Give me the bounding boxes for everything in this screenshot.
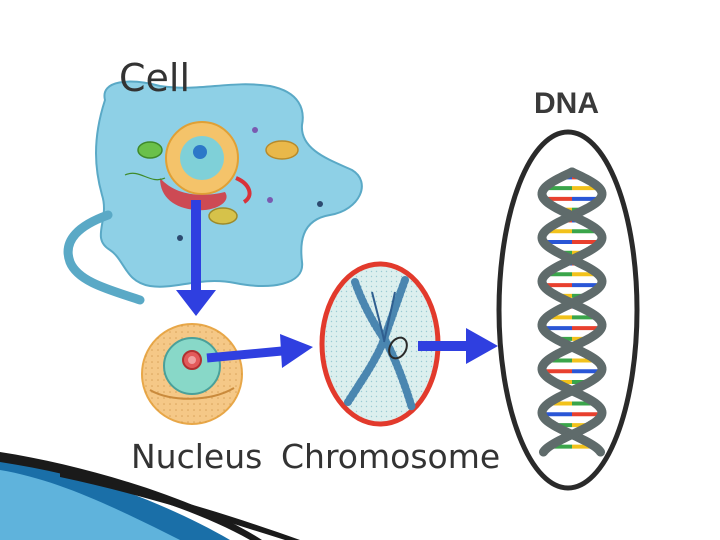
arrow-nucleus-to-chromosome	[206, 334, 313, 368]
animal-cell-icon	[63, 80, 363, 305]
chromosome-icon	[319, 261, 441, 427]
cell-label: Cell	[119, 56, 191, 100]
nucleus-icon	[141, 323, 243, 425]
dna-label: DNA	[534, 87, 599, 120]
arrow-cell-to-nucleus	[176, 200, 216, 316]
dna-backbone-strand	[537, 167, 607, 457]
arrow-chromosome-to-dna	[418, 328, 498, 364]
dna-double-helix-icon	[496, 129, 640, 491]
nucleus-label: Nucleus	[131, 437, 263, 476]
corner-accent	[0, 452, 300, 540]
dna-backbone-strand	[537, 167, 607, 457]
chromosome-label: Chromosome	[281, 437, 501, 476]
